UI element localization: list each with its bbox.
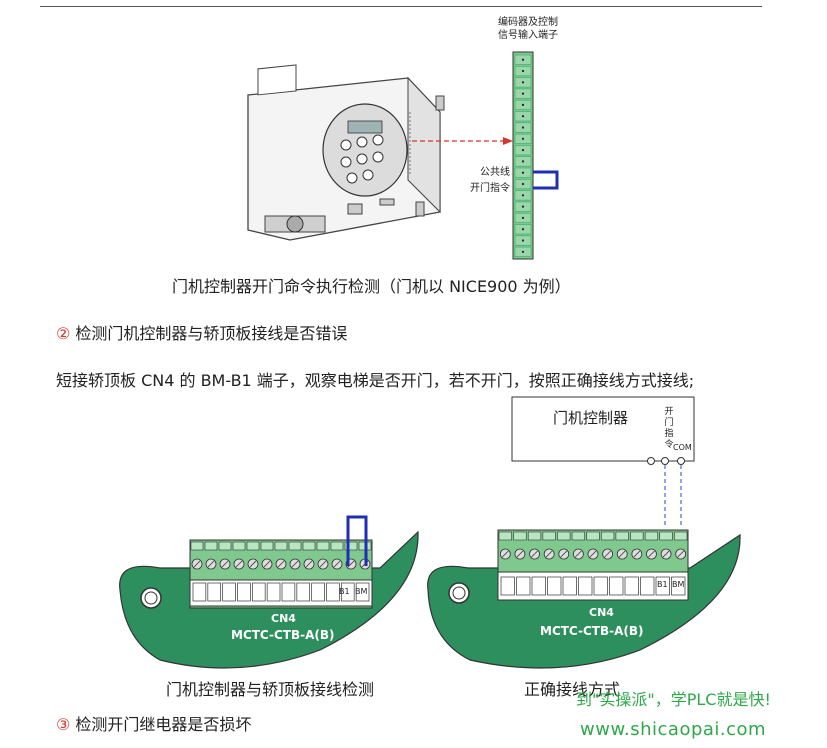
signal-arrow	[412, 137, 513, 145]
jumper-wire-2	[346, 515, 368, 566]
right-board-name: CN4	[589, 606, 614, 619]
cmd-vertical-label: 开 门 指 令	[663, 407, 675, 451]
door-controller-box	[511, 396, 695, 462]
jumper-wire-1	[533, 170, 559, 190]
right-bm-label: BM	[672, 580, 685, 589]
left-board-model: MCTC-CTB-A(B)	[231, 628, 335, 642]
terminal-title-line1: 编码器及控制	[498, 17, 558, 28]
cmd-char-2: 门	[664, 418, 674, 428]
left-b1-label: B1	[339, 587, 350, 596]
watermark-url: www.shicaopai.com	[580, 719, 767, 740]
car-top-board-left	[119, 530, 419, 669]
figure2-caption-left: 门机控制器与轿顶板接线检测	[166, 680, 375, 699]
controller-label: 门机控制器	[553, 409, 629, 427]
terminal-title-line2: 信号输入端子	[498, 30, 558, 41]
right-b1-label: B1	[657, 580, 668, 589]
cmd-char-1: 开	[664, 407, 674, 417]
label-open-cmd: 开门指令	[470, 183, 510, 194]
right-board-model: MCTC-CTB-A(B)	[540, 624, 644, 638]
door-controller-device	[247, 64, 445, 241]
step2-number: ②	[56, 324, 71, 343]
car-top-board-right	[427, 529, 741, 669]
cmd-char-4: 令	[664, 440, 674, 450]
terminal-cmd	[647, 457, 655, 465]
step2-heading: ② 检测门机控制器与轿顶板接线是否错误	[56, 320, 347, 344]
figure2-caption-right: 正确接线方式	[524, 680, 621, 699]
step2-title: 检测门机控制器与轿顶板接线是否错误	[70, 324, 348, 343]
watermark-slogan: 到"实操派"，学PLC就是快!	[576, 690, 771, 709]
com-label: COM	[673, 443, 692, 452]
terminal-com	[661, 457, 669, 465]
terminal-strip	[512, 51, 534, 260]
terminal-com-right	[677, 457, 685, 465]
cmd-char-3: 指	[664, 429, 674, 439]
top-rule	[40, 6, 762, 7]
terminal-title: 编码器及控制 信号输入端子	[478, 16, 578, 42]
step2-body: 短接轿顶板 CN4 的 BM-B1 端子，观察电梯是否开门，若不开门，按照正确接…	[56, 371, 695, 390]
step3-heading: ③ 检测开门继电器是否损坏	[56, 711, 251, 735]
figure1-caption: 门机控制器开门命令执行检测（门机以 NICE900 为例）	[172, 277, 571, 296]
left-bm-label: BM	[355, 587, 368, 596]
step3-number: ③	[56, 715, 71, 734]
keypad	[322, 103, 408, 197]
left-board-name: CN4	[271, 612, 296, 625]
label-common: 公共线	[480, 167, 510, 178]
step3-title: 检测开门继电器是否损坏	[70, 715, 252, 734]
